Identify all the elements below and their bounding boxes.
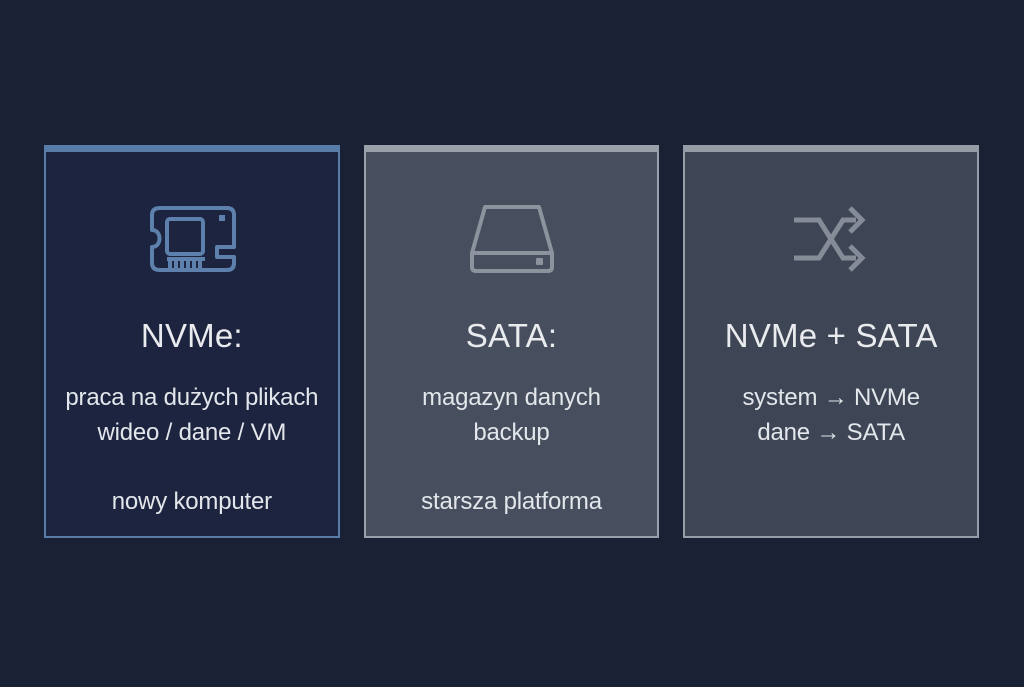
- comparison-cards: NVMe: praca na dużych plikach wideo / da…: [44, 145, 980, 538]
- shuffle-icon: [785, 204, 877, 274]
- card-description-line: praca na dużych plikach: [65, 384, 319, 411]
- card-description: praca na dużych plikach wideo / dane / V…: [65, 380, 318, 450]
- card-description-line: backup: [473, 419, 550, 446]
- card-note: starsza platforma: [421, 488, 602, 515]
- m2-ssd-icon: [146, 204, 238, 274]
- card-description-line: magazyn danych: [422, 384, 601, 411]
- card-sata: SATA: magazyn danych backup starsza plat…: [363, 145, 660, 538]
- card-nvme: NVMe: praca na dużych plikach wideo / da…: [44, 145, 340, 538]
- card-description: system → NVMe dane → SATA: [742, 380, 920, 450]
- card-title: SATA:: [465, 317, 558, 354]
- card-nvme-plus-sata: NVMe + SATA system → NVMe dane → SATA: [683, 145, 980, 538]
- card-title: NVMe + SATA: [724, 317, 938, 354]
- card-note: nowy komputer: [111, 488, 272, 515]
- card-title: NVMe:: [140, 317, 243, 354]
- card-description-line: system → NVMe: [742, 384, 920, 411]
- hdd-icon: [466, 204, 558, 274]
- card-description: magazyn danych backup: [422, 380, 601, 450]
- card-description-line: dane → SATA: [757, 419, 905, 446]
- card-description-line: wideo / dane / VM: [97, 419, 287, 446]
